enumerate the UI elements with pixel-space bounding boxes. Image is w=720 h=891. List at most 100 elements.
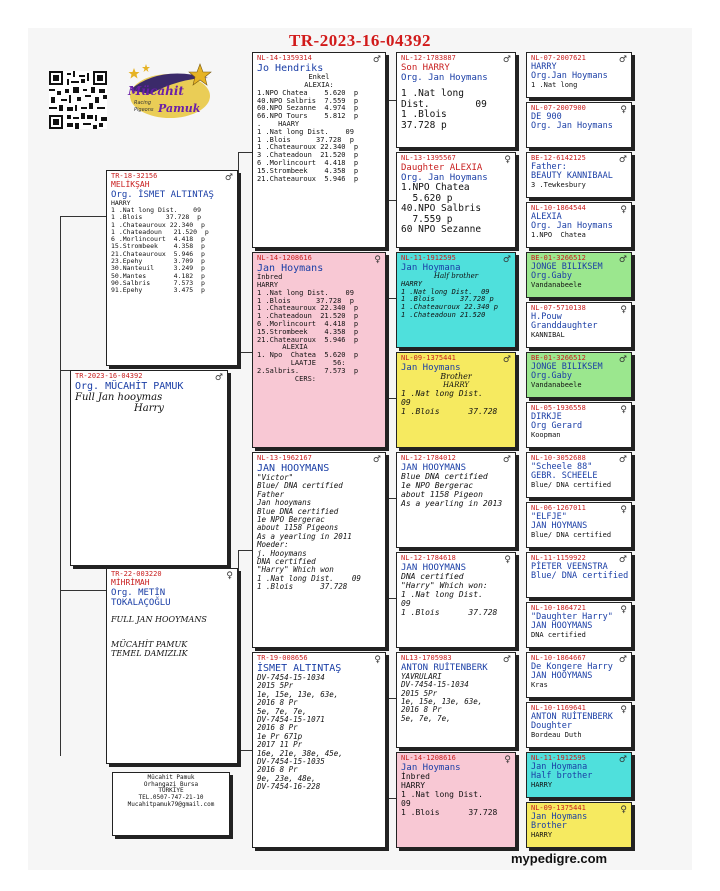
gen4-line3: KANNIBAL: [531, 330, 565, 339]
ssd-card[interactable]: NL-13-1395567 ♀ Daughter ALEXIA Org. Jan…: [396, 152, 516, 248]
sd-ring: NL-14-1208616: [257, 254, 312, 262]
gen4-line1: ALEXIA: [531, 211, 562, 222]
female-icon: ♀: [620, 405, 627, 415]
gen4-card[interactable]: NL-10-1864721♀"Daughter Harry"JAN HOOYMA…: [526, 602, 632, 648]
logo-name: Mücahit: [128, 84, 184, 98]
sd-card[interactable]: NL-14-1208616 ♀ Jan Hoymans İnbred HARRY…: [252, 252, 386, 448]
sss-lines-item: 1 .Blois: [401, 109, 447, 121]
gen4-line2: Doughter: [531, 721, 572, 732]
ss-lines-item: 40.NPO Salbris 7.559 p: [257, 96, 359, 105]
female-icon: ♀: [504, 755, 511, 765]
male-icon: ♂: [224, 173, 233, 183]
ssd-lines-item: 40.NPO Salbris: [401, 203, 482, 215]
sds-line1: Half brother: [433, 271, 479, 280]
gen4-line1: ANTON RUİTENBERK: [531, 711, 613, 722]
gen4-line1: DE 900: [531, 111, 562, 122]
dds-lines-item: 2016 8 Pr: [401, 705, 442, 715]
gen4-line2: Brother: [531, 821, 567, 832]
ds-lines-item: "Harry" Which won: [257, 565, 334, 575]
ss-ring: NL-14-1359314: [257, 54, 312, 62]
sd-lines-item: 6 .Morlincourt 4.418 p: [257, 319, 359, 328]
ds-name: JAN HOOYMANS: [257, 462, 330, 474]
ds-card[interactable]: NL-13-1962167 ♂ JAN HOOYMANS "Victor"Blu…: [252, 452, 386, 648]
sire-lines-item: 6 .Morlincourt 4.418 p: [111, 235, 205, 244]
gen4-line3: Vandanabeele: [531, 380, 582, 389]
ssd-ring: NL-13-1395567: [401, 154, 456, 162]
sire-ring: TR-18-32156: [111, 172, 158, 180]
dd-lines-item: 2016 8 Pr: [257, 765, 298, 775]
male-icon: ♂: [372, 55, 381, 65]
dam-card[interactable]: TR-22-003220 ♀ MİHRİMAH Org. METİN TOKAL…: [106, 568, 238, 764]
gen4-ring: NL-11-1912595: [531, 754, 586, 762]
dsd-card[interactable]: NL-12-1784618 ♀ JAN HOOYMANS DNA certifi…: [396, 552, 516, 648]
dss-lines-item: about 1158 Pigeon: [401, 489, 483, 499]
male-icon: ♂: [618, 555, 627, 565]
sire-name2: Org. İSMET ALTINTAŞ: [111, 189, 214, 200]
gen4-line2: Org.Gaby: [531, 271, 572, 282]
sdd-card[interactable]: NL-09-1375441 ♂ Jan Hoymans Brother HARR…: [396, 352, 516, 448]
ss-lines-item: . HAARY: [257, 119, 300, 128]
dd-lines-item: 9e, 23e, 48e,: [257, 773, 316, 783]
sdd-lines-item: 1 .Blois 37.728: [401, 406, 498, 416]
sd-lines-item: 2.Salbris. 7.573 p: [257, 366, 359, 375]
sire-lines-item: 90.Salbris 7.573 p: [111, 278, 205, 287]
dds-card[interactable]: NL13-1705983 ♂ ANTON RUİTENBERK YAVRULAR…: [396, 652, 516, 748]
ss-lines-item: 3 .Chateadoun 21.520 p: [257, 151, 359, 160]
gen4-line2: JAN HOYMANS: [531, 521, 588, 532]
ss-name: Jo Hendriks: [257, 62, 324, 74]
dds-lines-item: 1e, 15e, 13e, 63e,: [401, 697, 483, 707]
sire-lines-item: 91.Epehy 3.475 p: [111, 286, 205, 295]
ds-lines-item: about 1158 Pigeons: [257, 523, 339, 533]
dam-ring: TR-22-003220: [111, 570, 162, 578]
sd-lines-item: 1 .Blois 37.728 p: [257, 296, 354, 305]
dss-card[interactable]: NL-12-1784012 ♂ JAN HOOYMANS Blue DNA ce…: [396, 452, 516, 548]
ddd-card[interactable]: NL-14-1208616 ♀ Jan Hoymans İnbred HARRY…: [396, 752, 516, 848]
sds-lines-item: 1 .Chateauroux 22.340 p: [401, 303, 498, 312]
gen4-ring: BE-01-3266512: [531, 254, 586, 262]
dd-card[interactable]: TR-19-008656 ♀ İSMET ALTINTAŞ DV-7454-15…: [252, 652, 386, 848]
dd-lines-item: DV-7454-15-1034: [257, 673, 325, 683]
ddd-lines-item: 1 .Nat long Dist.: [401, 789, 483, 799]
logo-sub2: Pigeons: [134, 107, 154, 113]
breeder-logo: Mücahit Racing Pigeons Pamuk: [120, 60, 218, 126]
gen4-ring: NL-09-1375441: [531, 804, 586, 812]
sdd-line2: HARRY: [442, 380, 470, 389]
sds-card[interactable]: NL-11-1912595 ♂ Jan Hoymana Half brother…: [396, 252, 516, 348]
sire-card[interactable]: TR-18-32156 ♂ MELİKŞAH Org. İSMET ALTINT…: [106, 170, 238, 366]
male-icon: ♂: [618, 455, 627, 465]
ss-card[interactable]: NL-14-1359314 ♂ Jo Hendriks Enkel ALEXIA…: [252, 52, 386, 248]
ddd-lines-item: 09: [401, 798, 411, 808]
dsd-lines-item: DNA certified: [401, 571, 464, 581]
logo-sub1: Racing: [134, 100, 152, 106]
female-icon: ♀: [620, 205, 627, 215]
subject-card[interactable]: TR-2023-16-04392 ♂ Org. MÜCAHİT PAMUK Fu…: [70, 370, 228, 566]
dds-lines-item: 2015 5Pr: [401, 688, 438, 698]
female-icon: ♀: [620, 305, 627, 315]
sd-lines-item: ALEXIA: [257, 343, 308, 352]
ds-lines-item: Moeder:: [257, 540, 289, 550]
owner-line4: TEL.0507-747-21-10: [138, 794, 204, 802]
sss-card[interactable]: NL-12-1783887 ♂ Son HARRY Org. Jan Hoyma…: [396, 52, 516, 148]
subject-line2: Harry: [134, 403, 164, 415]
gen4-line2: Org.Gaby: [531, 371, 572, 382]
sd-lines-item: 1 .Nat long Dist. 09: [257, 288, 354, 297]
gen4-line2: Granddaughter: [531, 321, 598, 332]
